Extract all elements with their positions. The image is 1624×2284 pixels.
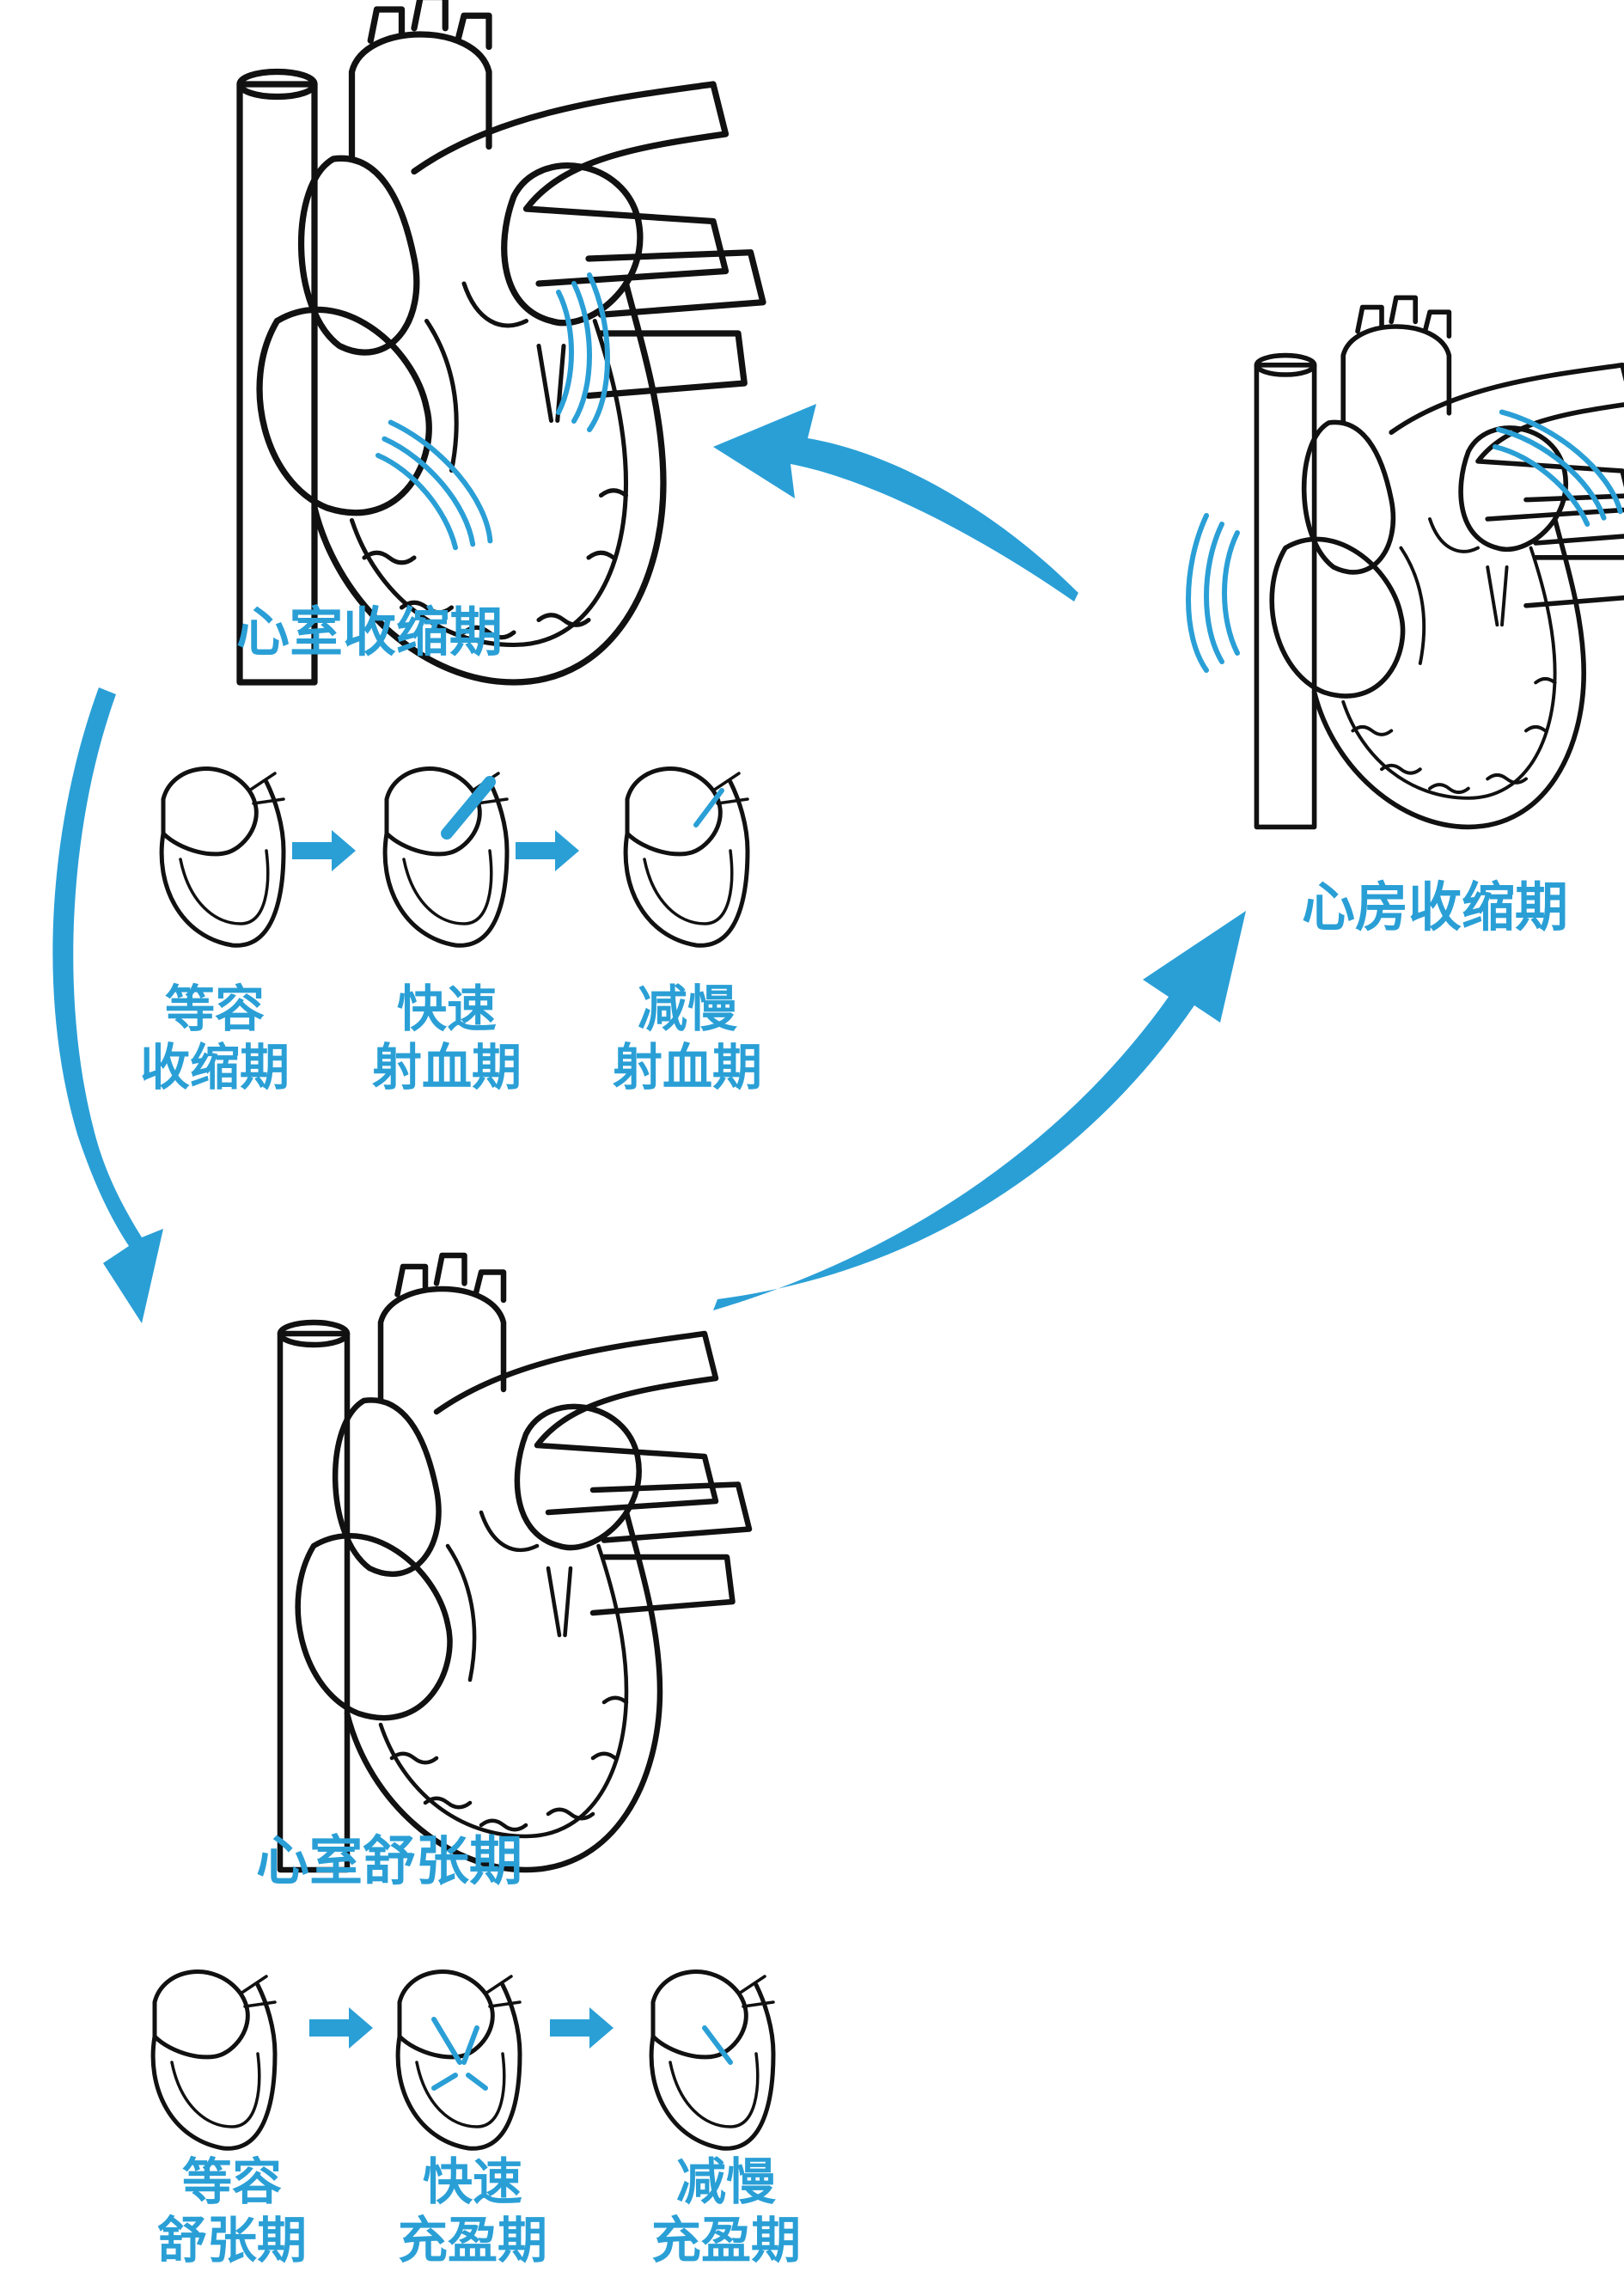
label-isovolumic-relaxation: 等容 舒张期 [156, 2153, 307, 2270]
label-atrial-systole: 心房收缩期 [1302, 876, 1569, 938]
atrial-vibration-icon [1188, 516, 1237, 670]
mini-ventricle-reduced-ejection [626, 769, 748, 946]
step-arrow-icon [309, 2007, 373, 2049]
label-ventricular-systole: 心室收缩期 [236, 601, 504, 663]
heart-ventricular-diastole [280, 1255, 749, 1870]
cycle-arrow-diastole-to-atrial [713, 911, 1246, 1310]
label-reduced-ejection: 减慢 射血期 [612, 980, 762, 1097]
step-arrow-icon [292, 830, 356, 871]
systole-vibration-icon [559, 275, 607, 430]
step-arrow-icon [550, 2007, 614, 2049]
mini-ventricle-isovolumic-relaxation [153, 1972, 275, 2149]
cycle-arrow-systole-to-diastole [52, 687, 164, 1323]
heart-atrial-systole [1256, 297, 1624, 827]
label-rapid-filling: 快速 充盈期 [397, 2153, 547, 2270]
mini-ventricle-rapid-ejection [385, 769, 507, 946]
label-reduced-filling: 减慢 充盈期 [650, 2153, 801, 2270]
cycle-arrow-atrial-to-systole [713, 404, 1078, 602]
heart-ventricular-systole [240, 0, 763, 682]
systole-vibration-icon-lower [367, 411, 504, 561]
mini-ventricle-reduced-filling [651, 1972, 773, 2149]
label-isovolumic-contraction: 等容 收缩期 [139, 980, 290, 1097]
label-ventricular-diastole: 心室舒张期 [256, 1829, 523, 1892]
mini-ventricle-rapid-filling [398, 1972, 520, 2149]
mini-ventricle-isovolumic-contraction [162, 769, 284, 946]
step-arrow-icon [516, 830, 579, 871]
label-rapid-ejection: 快速 射血期 [371, 980, 522, 1097]
